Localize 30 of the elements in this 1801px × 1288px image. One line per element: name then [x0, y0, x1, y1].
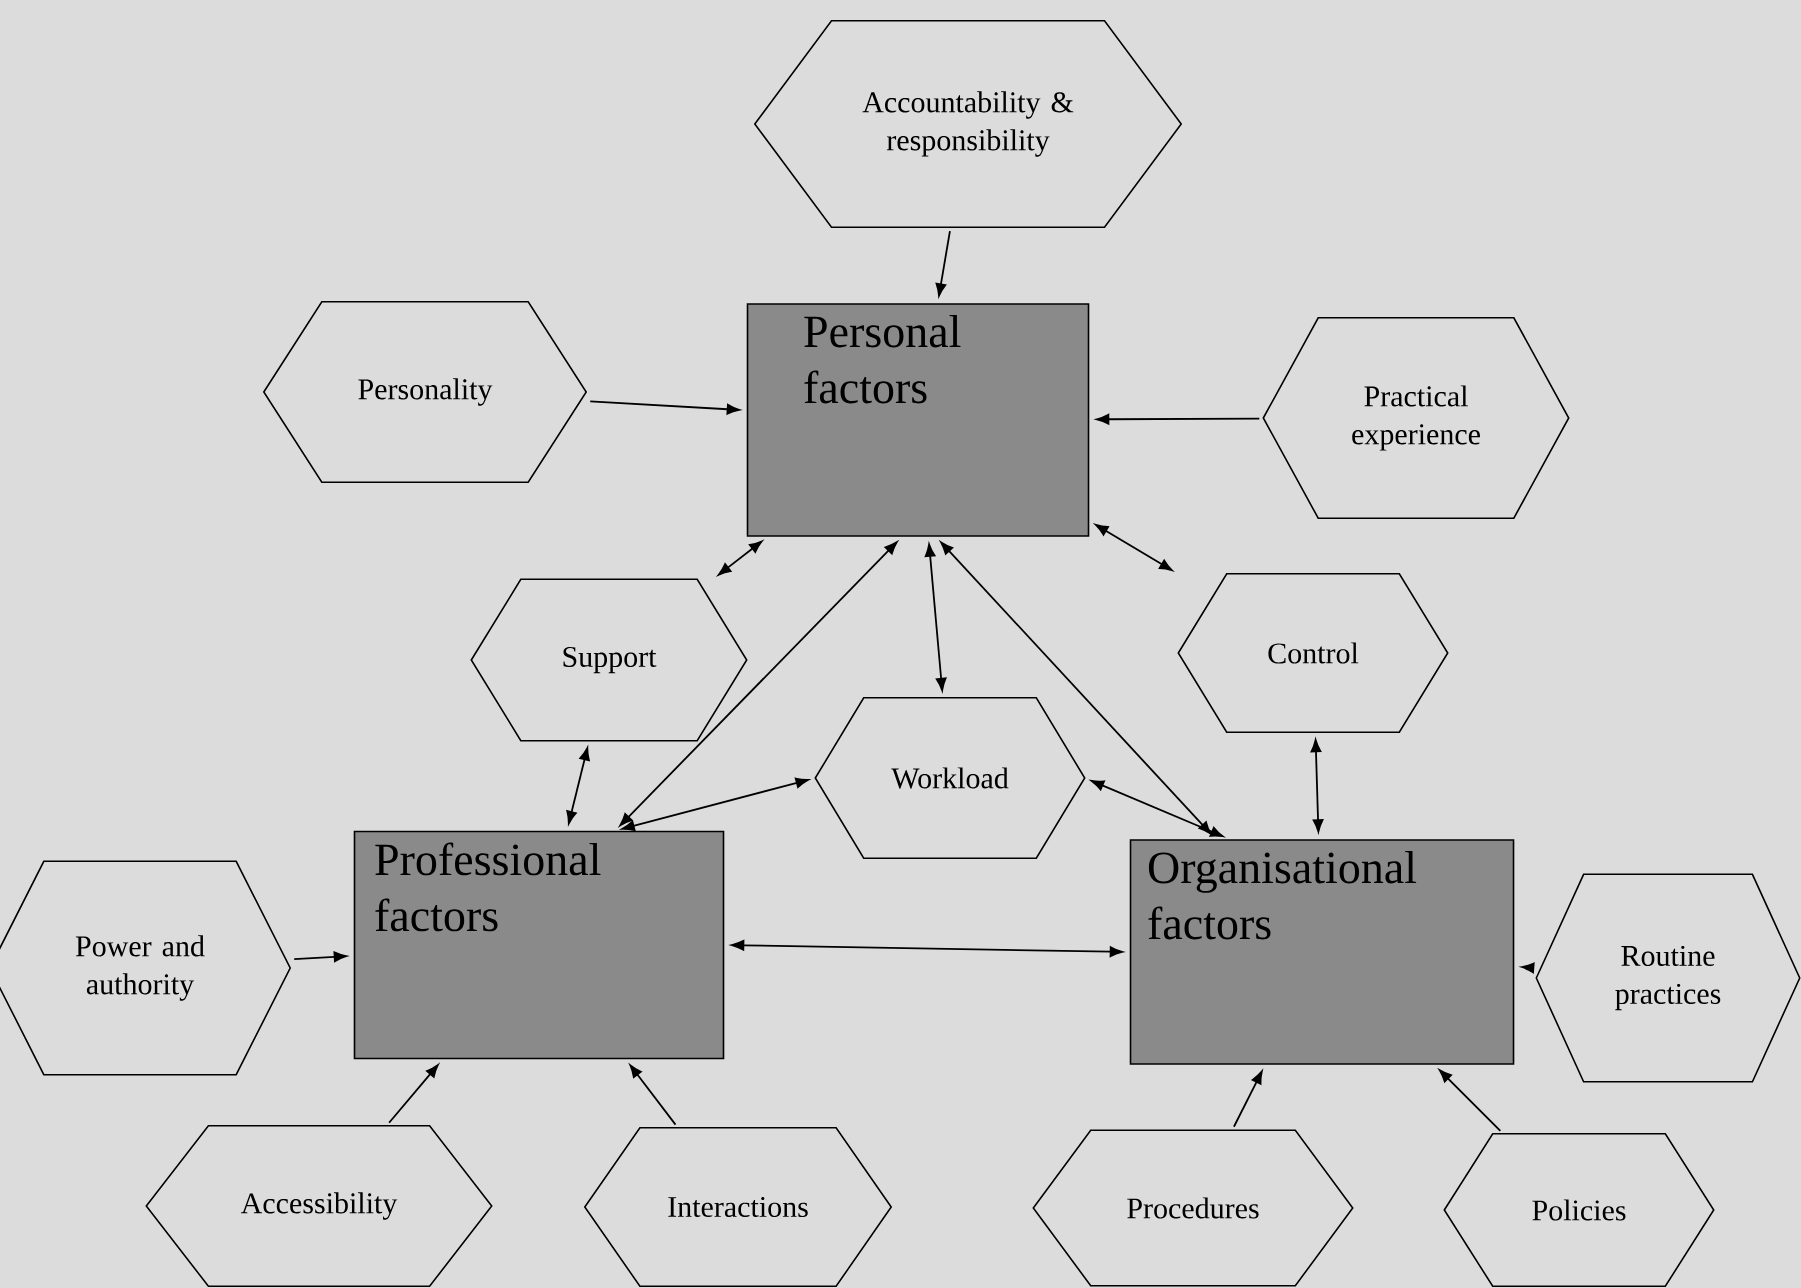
arrow	[566, 747, 590, 825]
factor-hexagon: Control	[1177, 573, 1449, 733]
factor-hexagon: Procedures	[1032, 1129, 1354, 1287]
factor-hexagon: Accessibility	[145, 1125, 493, 1287]
factor-hexagon: Routine practices	[1535, 873, 1801, 1083]
arrow	[619, 541, 898, 827]
arrow	[717, 540, 763, 576]
arrow	[924, 543, 947, 692]
arrow	[1096, 413, 1261, 425]
factor-hexagon: Support	[470, 578, 748, 742]
arrow	[621, 777, 809, 832]
arrow	[1438, 1069, 1502, 1132]
arrow	[1521, 962, 1535, 974]
arrow	[589, 400, 740, 415]
factor-hexagon: Policies	[1443, 1133, 1715, 1287]
factor-box: Personal factors	[746, 303, 1090, 537]
arrow	[629, 1064, 677, 1126]
arrow	[940, 541, 1212, 835]
factor-box: Organisational factors	[1129, 839, 1515, 1065]
factor-box: Professional factors	[353, 830, 725, 1060]
arrow	[1233, 1070, 1263, 1128]
factor-hexagon: Workload	[814, 697, 1086, 859]
arrow	[388, 1064, 439, 1124]
factor-hexagon: Practical experience	[1262, 317, 1570, 519]
arrow	[1090, 780, 1224, 838]
arrow	[935, 230, 951, 297]
factor-hexagon: Power and authority	[0, 860, 292, 1076]
arrow	[731, 940, 1123, 957]
arrow	[293, 951, 347, 963]
arrow	[1095, 524, 1173, 571]
